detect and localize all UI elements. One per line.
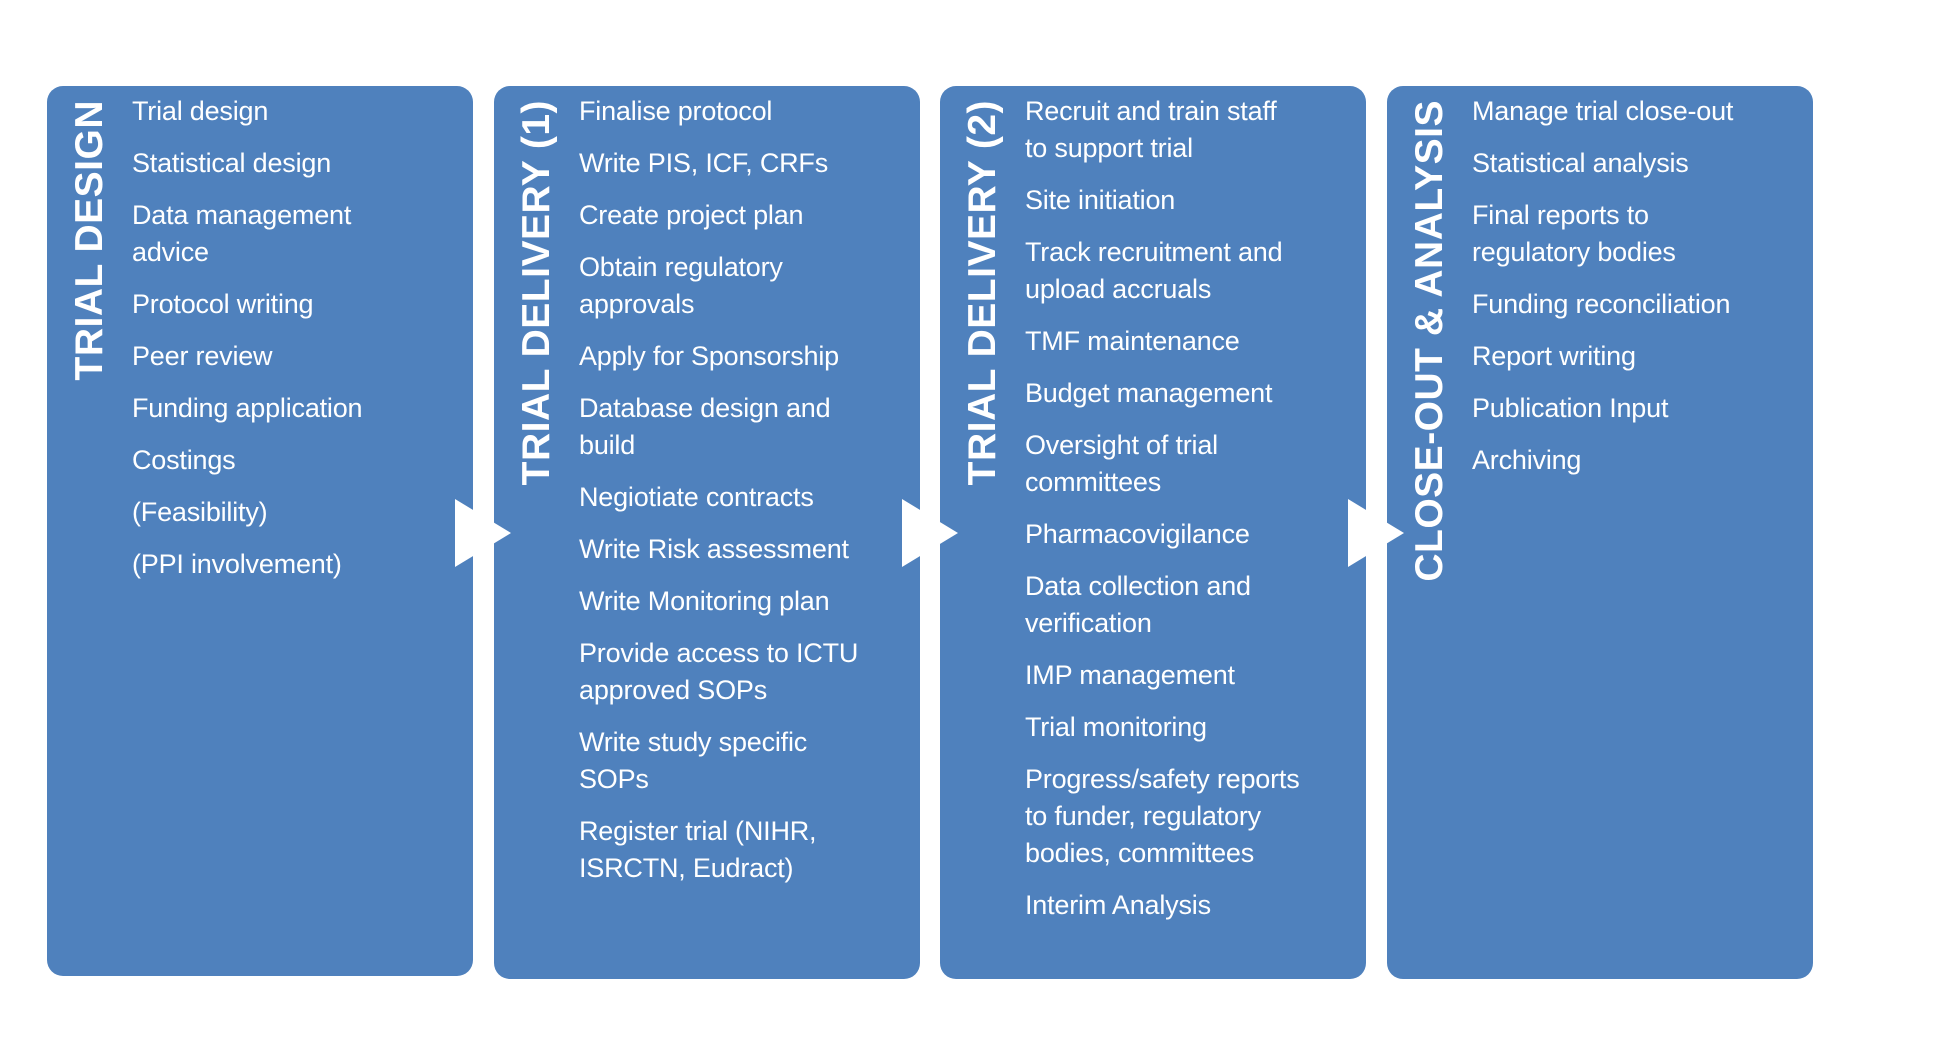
stage-item: Write Risk assessment (579, 534, 849, 564)
stage-title: TRIAL DESIGN (68, 100, 111, 381)
stage-item: Recruit and train staff to support trial (1025, 96, 1277, 163)
stage-item: Protocol writing (132, 289, 314, 319)
stage-item: Write study specific SOPs (579, 727, 808, 794)
stage-item: Create project plan (579, 200, 804, 230)
stage-item: Track recruitment and upload accruals (1025, 237, 1283, 304)
stage-items: Recruit and train staff to support trial… (1025, 93, 1358, 939)
stage-item: Negiotiate contracts (579, 482, 814, 512)
stage-item: (Feasibility) (132, 497, 268, 527)
stage-item: Oversight of trial committees (1025, 430, 1218, 497)
stage-item: Pharmacovigilance (1025, 519, 1250, 549)
stage-item: Data management advice (132, 200, 352, 267)
stage-item: Write PIS, ICF, CRFs (579, 148, 829, 178)
stage-title: CLOSE-OUT & ANALYSIS (1408, 100, 1451, 582)
stage-item: Budget management (1025, 378, 1273, 408)
stage-title: TRIAL DELIVERY (2) (961, 100, 1004, 486)
stage-item: Database design and build (579, 393, 831, 460)
stage-item: Manage trial close-out (1472, 96, 1734, 126)
stage-item: (PPI involvement) (132, 549, 342, 579)
stage-item: Final reports to regulatory bodies (1472, 200, 1676, 267)
stage-item: Trial monitoring (1025, 712, 1207, 742)
stage-item: Site initiation (1025, 185, 1176, 215)
stage-item: Interim Analysis (1025, 890, 1211, 920)
stage-item: Data collection and verification (1025, 571, 1251, 638)
stage-item: Funding reconciliation (1472, 289, 1731, 319)
stage-item: Statistical analysis (1472, 148, 1689, 178)
stage-item: Finalise protocol (579, 96, 773, 126)
stage-item: Report writing (1472, 341, 1636, 371)
flow-arrow-icon (455, 499, 511, 567)
stage-item: Obtain regulatory approvals (579, 252, 783, 319)
stage-title: TRIAL DELIVERY (1) (515, 100, 558, 486)
stage-item: Peer review (132, 341, 273, 371)
stage-item: Progress/safety reports to funder, regul… (1025, 764, 1300, 868)
flow-arrow-icon (1348, 499, 1404, 567)
flow-arrow-icon (902, 499, 958, 567)
stage-item: Publication Input (1472, 393, 1669, 423)
stage-item: Archiving (1472, 445, 1582, 475)
stage-item: Costings (132, 445, 236, 475)
stage-item: IMP management (1025, 660, 1235, 690)
stage-item: Apply for Sponsorship (579, 341, 839, 371)
stage-item: Write Monitoring plan (579, 586, 830, 616)
stage-item: TMF maintenance (1025, 326, 1240, 356)
stage-card-trial-delivery-2: TRIAL DELIVERY (2) Recruit and train sta… (940, 86, 1366, 979)
stage-card-close-out-analysis: CLOSE-OUT & ANALYSIS Manage trial close-… (1387, 86, 1813, 979)
stage-item: Funding application (132, 393, 363, 423)
stage-item: Provide access to ICTU approved SOPs (579, 638, 859, 705)
stage-item: Register trial (NIHR, ISRCTN, Eudract) (579, 816, 817, 883)
stage-item: Trial design (132, 96, 269, 126)
stage-item: Statistical design (132, 148, 332, 178)
